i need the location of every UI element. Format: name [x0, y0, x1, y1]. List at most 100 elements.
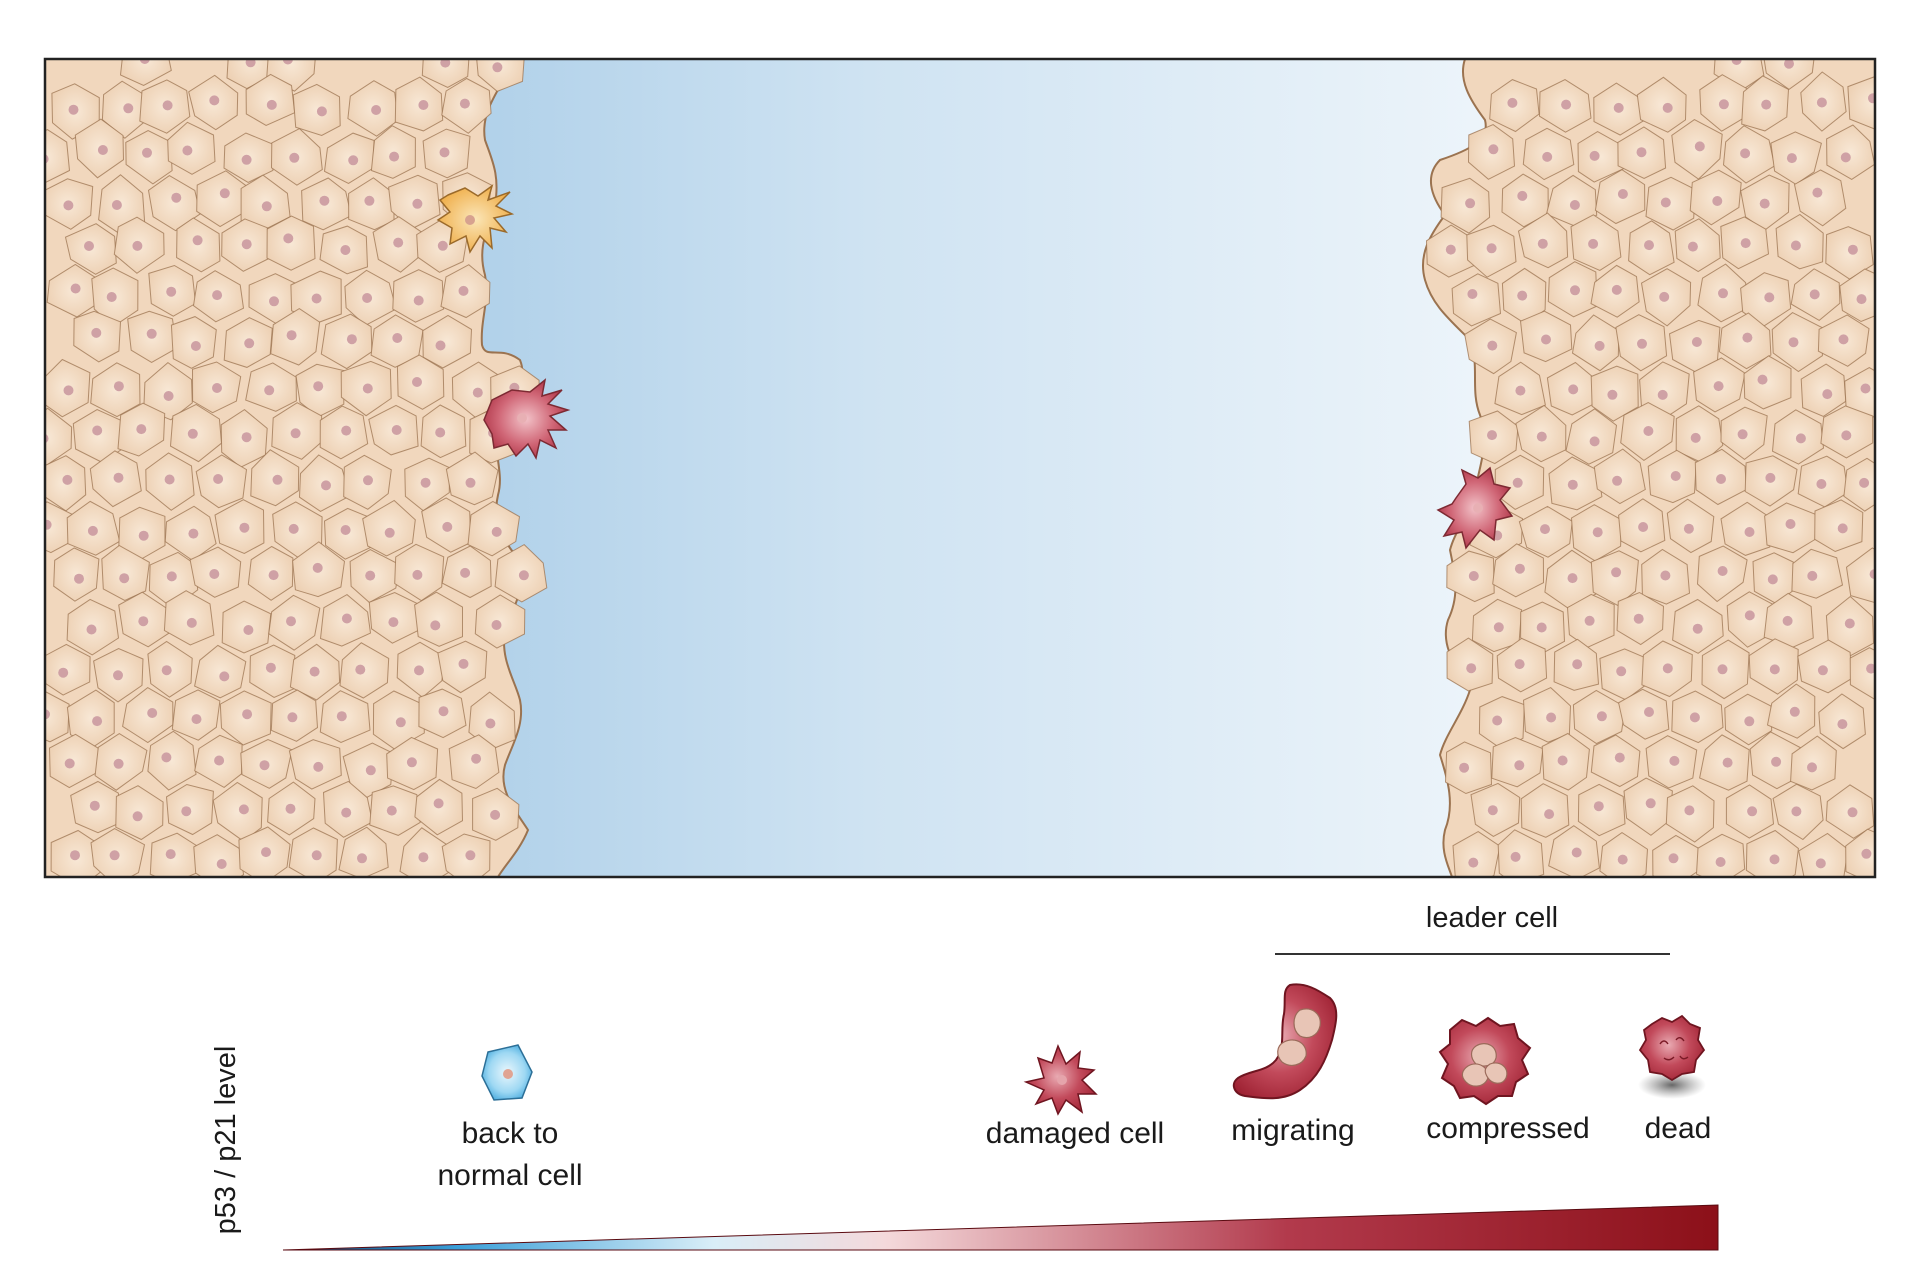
cell-nucleus: [171, 192, 182, 203]
epithelial-cell: [1618, 688, 1670, 740]
cell-nucleus: [1569, 200, 1580, 210]
cell-nucleus: [113, 670, 123, 681]
epithelial-cell: [1565, 408, 1618, 465]
epithelial-cell: [1791, 548, 1844, 599]
cell-nucleus: [164, 474, 175, 485]
cell-nucleus: [336, 711, 347, 722]
stage-labels: back to normal cell damaged cell migrati…: [437, 1112, 1711, 1192]
epithelial-cell: [163, 590, 215, 646]
cell-nucleus: [490, 809, 501, 820]
cell-nucleus: [340, 525, 351, 535]
cell-nucleus: [1817, 665, 1828, 676]
cell-nucleus: [313, 381, 324, 392]
epithelial-cell: [1520, 783, 1570, 838]
cell-nucleus: [1715, 857, 1726, 867]
cell-nucleus: [109, 850, 120, 861]
cell-nucleus: [1744, 527, 1755, 537]
cell-nucleus: [136, 424, 147, 435]
cell-nucleus: [1571, 847, 1582, 858]
migrating-cell-icon: [1232, 983, 1338, 1100]
cell-nucleus: [321, 480, 331, 491]
cell-nucleus: [91, 327, 102, 338]
cell-nucleus: [412, 377, 422, 387]
cell-nucleus: [1689, 712, 1700, 723]
cell-nucleus: [1841, 430, 1852, 441]
cell-nucleus: [58, 667, 69, 678]
cell-nucleus: [1515, 385, 1526, 396]
cell-nucleus: [1517, 190, 1528, 201]
cell-nucleus: [1570, 285, 1580, 296]
cell-nucleus: [458, 285, 469, 296]
cell-nucleus: [266, 99, 277, 110]
cell-nucleus: [1596, 711, 1607, 722]
cell-nucleus: [1542, 151, 1553, 162]
stage-damaged-label: damaged cell: [986, 1117, 1164, 1150]
cell-nucleus: [191, 714, 202, 725]
cell-nucleus: [438, 706, 449, 717]
cell-nucleus: [1761, 99, 1772, 110]
cell-nucleus: [1638, 522, 1649, 532]
cell-nucleus: [439, 147, 450, 158]
cell-nucleus: [1660, 197, 1671, 208]
epithelial-cell: [1440, 177, 1491, 234]
cell-nucleus: [190, 341, 201, 351]
cell-nucleus: [1514, 563, 1525, 574]
cell-nucleus: [1694, 141, 1705, 152]
cell-nucleus: [1486, 243, 1497, 254]
cell-nucleus: [418, 852, 429, 863]
blue-normal-cell-icon: [481, 1044, 533, 1101]
cell-nucleus: [1815, 858, 1826, 869]
cell-nucleus: [491, 526, 502, 537]
cell-nucleus: [242, 709, 253, 720]
cell-nucleus: [161, 752, 172, 763]
cell-nucleus: [209, 569, 220, 579]
epithelial-cell: [422, 314, 473, 369]
cell-nucleus: [113, 472, 124, 483]
cell-nucleus: [1662, 102, 1673, 113]
cell-nucleus: [1771, 756, 1782, 767]
epithelial-cell: [45, 690, 70, 743]
cell-nucleus: [1644, 240, 1654, 251]
cell-nucleus: [87, 525, 98, 536]
cell-nucleus: [1859, 477, 1870, 488]
cell-nucleus: [162, 100, 173, 111]
stage-migrating-label: migrating: [1231, 1114, 1354, 1147]
cell-nucleus: [1691, 337, 1702, 347]
epithelial-cell: [476, 59, 525, 92]
cell-nucleus: [1536, 431, 1547, 442]
cell-nucleus: [459, 98, 470, 109]
cell-nucleus: [365, 570, 376, 581]
right-damaged-cell: [1436, 466, 1514, 550]
cell-nucleus: [1856, 294, 1867, 305]
cell-nucleus: [286, 330, 297, 341]
cell-nucleus: [241, 432, 252, 443]
epithelial-cell: [245, 73, 296, 126]
cell-nucleus: [1670, 471, 1681, 481]
cell-nucleus: [1769, 664, 1780, 675]
cell-nucleus: [97, 145, 108, 155]
cell-nucleus: [1767, 574, 1778, 585]
cell-nucleus: [1466, 663, 1477, 674]
epithelial-cell: [45, 407, 73, 467]
epithelial-cell: [1501, 173, 1549, 228]
epithelial-cell: [414, 591, 463, 647]
wound-panel: [43, 57, 1877, 879]
cell-nucleus: [518, 570, 529, 581]
cell-nucleus: [1636, 147, 1647, 158]
epithelial-cell: [441, 833, 491, 877]
cell-nucleus: [1594, 340, 1605, 351]
cell-nucleus: [1809, 289, 1820, 300]
cell-nucleus: [442, 521, 453, 532]
cell-nucleus: [186, 617, 197, 628]
cell-nucleus: [243, 625, 254, 635]
epithelial-cell: [1845, 828, 1875, 877]
cell-nucleus: [341, 807, 352, 818]
epithelial-cell: [45, 129, 71, 184]
cell-nucleus: [433, 798, 444, 809]
cell-nucleus: [1537, 238, 1548, 249]
cell-nucleus: [1790, 240, 1801, 251]
cell-nucleus: [272, 474, 283, 485]
cell-nucleus: [371, 105, 382, 115]
cell-nucleus: [458, 658, 469, 669]
